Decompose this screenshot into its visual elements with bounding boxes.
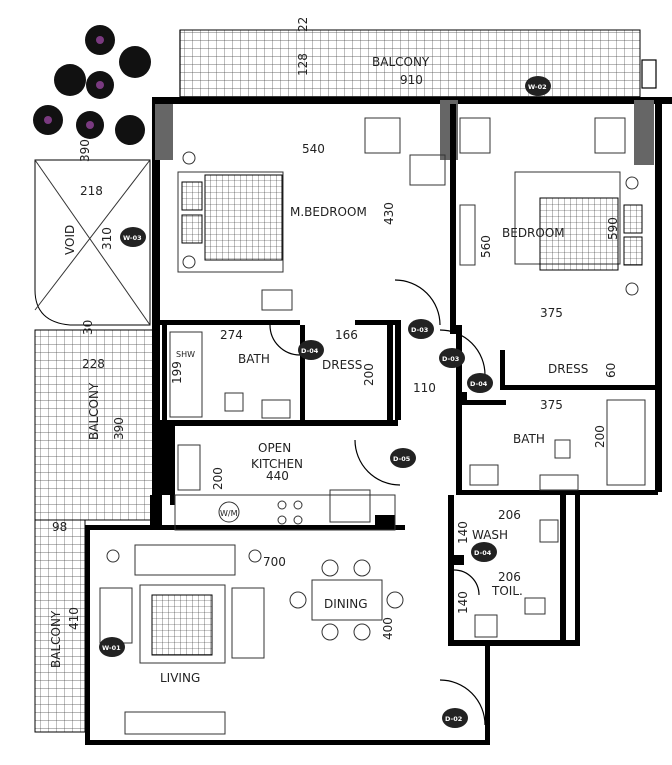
svg-text:140: 140 (456, 591, 470, 614)
walls (85, 97, 672, 745)
label-wm: W/M (220, 509, 238, 518)
dimensions: 910 128 22 540 430 560 590 375 390 218 3… (52, 17, 620, 640)
tag-d-dress2: D-04 (470, 380, 488, 388)
tag-w-balcony: W-02 (528, 83, 547, 91)
label-bath2: BATH (513, 432, 545, 446)
svg-text:218: 218 (80, 184, 103, 198)
label-kitchen: KITCHEN (251, 457, 303, 471)
label-living: LIVING (160, 671, 200, 685)
svg-text:200: 200 (593, 425, 607, 448)
label-balcony-bottom: BALCONY (49, 610, 63, 668)
svg-text:430: 430 (382, 202, 396, 225)
balcony-top-floor (179, 29, 641, 98)
svg-text:22: 22 (296, 17, 310, 32)
svg-text:390: 390 (112, 417, 126, 440)
label-balcony-top: BALCONY (372, 55, 430, 69)
svg-text:910: 910 (400, 73, 423, 87)
svg-text:206: 206 (498, 508, 521, 522)
svg-text:166: 166 (335, 328, 358, 342)
label-dress2: DRESS (548, 362, 588, 376)
label-open: OPEN (258, 441, 291, 455)
label-bedroom: BEDROOM (502, 226, 565, 240)
svg-text:110: 110 (413, 381, 436, 395)
svg-text:140: 140 (456, 521, 470, 544)
svg-text:390: 390 (78, 139, 92, 162)
doors (269, 279, 486, 726)
tag-d-mbed: D-03 (411, 326, 428, 334)
svg-text:128: 128 (296, 53, 310, 76)
tag-d-entry: D-02 (445, 715, 462, 723)
tag-w-living: W-01 (102, 644, 121, 652)
tag-d-bed: D-03 (442, 355, 459, 363)
svg-text:400: 400 (381, 617, 395, 640)
svg-text:200: 200 (362, 363, 376, 386)
tag-d-wash: D-04 (474, 549, 492, 557)
svg-text:206: 206 (498, 570, 521, 584)
label-m-bedroom: M.BEDROOM (290, 205, 367, 219)
svg-text:560: 560 (479, 235, 493, 258)
label-bath1: BATH (238, 352, 270, 366)
balcony-left-floor (34, 329, 154, 521)
svg-text:98: 98 (52, 520, 67, 534)
label-balcony-left: BALCONY (87, 382, 101, 440)
label-dress1: DRESS (322, 358, 362, 372)
tags: W-02 W-03 D-04 D-03 D-03 D-04 D-05 D-04 … (99, 76, 551, 728)
svg-text:200: 200 (211, 467, 225, 490)
svg-text:60: 60 (604, 363, 618, 378)
label-void: VOID (63, 225, 77, 255)
tag-w-void: W-03 (123, 234, 142, 242)
label-toil: TOIL. (491, 584, 523, 598)
balcony-bottom-floor (34, 519, 86, 733)
plant-decor (33, 25, 151, 145)
svg-text:199: 199 (170, 361, 184, 384)
svg-text:540: 540 (302, 142, 325, 156)
svg-text:375: 375 (540, 398, 563, 412)
svg-text:590: 590 (606, 217, 620, 240)
tag-d-kitchen: D-05 (393, 455, 411, 463)
label-dining: DINING (324, 597, 368, 611)
furniture (99, 117, 646, 735)
tag-d-bath1: D-04 (301, 347, 319, 355)
label-wash: WASH (472, 528, 508, 542)
svg-text:700: 700 (263, 555, 286, 569)
svg-text:310: 310 (100, 227, 114, 250)
label-shw: SHW (176, 350, 195, 359)
svg-text:228: 228 (82, 357, 105, 371)
svg-text:274: 274 (220, 328, 243, 342)
svg-text:440: 440 (266, 469, 289, 483)
svg-text:30: 30 (81, 320, 95, 335)
svg-text:410: 410 (67, 607, 81, 630)
svg-text:375: 375 (540, 306, 563, 320)
